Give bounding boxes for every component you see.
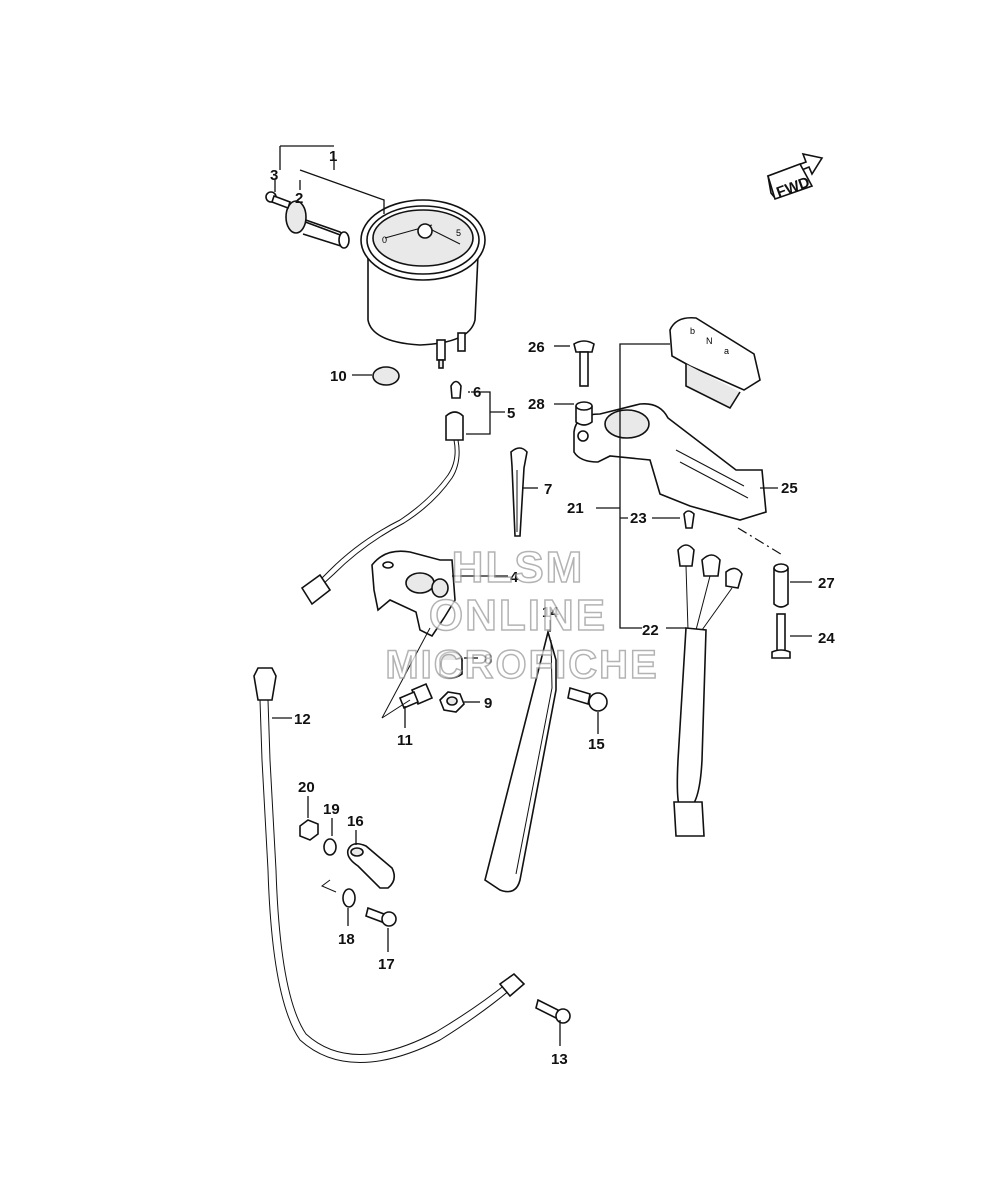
callout-27: 27 <box>818 575 835 592</box>
callout-12: 12 <box>294 711 311 728</box>
indicator-harness-22 <box>673 544 743 837</box>
indicator-mark-a: b <box>690 326 695 336</box>
washer-19 <box>323 838 337 856</box>
leader-lines <box>272 145 812 1046</box>
callout-3: 3 <box>270 167 278 184</box>
speedometer-cable-12 <box>253 667 526 1063</box>
screw-24 <box>771 613 791 659</box>
watermark-line3: MICROFICHE <box>385 643 658 687</box>
cable-tie-7 <box>510 447 528 537</box>
spacer-27-top <box>773 563 789 573</box>
spacer-28-top <box>575 401 593 411</box>
screw-17 <box>365 906 397 927</box>
indicator-housing-25 <box>573 402 767 521</box>
callout-8: 8 <box>484 651 492 668</box>
callout-16: 16 <box>347 813 364 830</box>
indicator-mark-c: a <box>724 346 729 356</box>
bulb-socket-harness <box>300 411 464 606</box>
grommet-8 <box>439 651 463 679</box>
assembly-line-24 <box>737 527 785 557</box>
callout-21: 21 <box>567 500 584 517</box>
callout-19: 19 <box>323 801 340 818</box>
watermark: HLSM ONLINE MICROFICHE <box>385 542 658 688</box>
callout-25: 25 <box>781 480 798 497</box>
callout-11: 11 <box>397 732 413 749</box>
assembly-bracket-mark <box>321 879 337 893</box>
callout-7: 7 <box>544 481 552 498</box>
callout-22: 22 <box>642 622 659 639</box>
cable-guide-14 <box>484 628 557 893</box>
callout-15: 15 <box>588 736 605 753</box>
callout-9: 9 <box>484 695 492 712</box>
callout-10: 10 <box>330 368 347 385</box>
bracket-4 <box>371 550 456 638</box>
callout-14: 14 <box>542 604 559 621</box>
callout-1: 1 <box>329 148 337 165</box>
callout-17: 17 <box>378 956 395 973</box>
gauge-mark-left: 0 <box>382 235 387 245</box>
callout-2: 2 <box>295 190 303 207</box>
spacer-27 <box>773 568 789 608</box>
callout-24: 24 <box>818 630 835 647</box>
bolt-11 <box>398 682 434 710</box>
callout-13: 13 <box>551 1051 568 1068</box>
indicator-mark-b: N <box>706 336 713 346</box>
callout-20: 20 <box>298 779 315 796</box>
assembly-line <box>381 627 431 719</box>
callout-4: 4 <box>510 569 519 586</box>
callout-labels: 1 2 3 4 5 6 7 8 9 10 11 12 13 14 15 16 1… <box>270 148 835 1068</box>
bulb-23 <box>683 510 695 529</box>
nut-9 <box>439 691 465 713</box>
cap-10 <box>372 366 400 386</box>
fwd-arrow-icon: FWD <box>766 152 824 201</box>
bulb-6 <box>450 380 462 399</box>
callout-5: 5 <box>507 405 515 422</box>
gauge-mark-right: 5 <box>456 228 461 238</box>
spacer-28 <box>575 406 593 426</box>
nut-20 <box>299 819 319 841</box>
washer-18 <box>342 888 356 908</box>
speedometer-gauge: 0 5 <box>360 199 486 369</box>
watermark-line2: ONLINE <box>429 591 607 640</box>
screw-26 <box>573 340 595 387</box>
screw-13 <box>535 998 571 1024</box>
callout-23: 23 <box>630 510 647 527</box>
watermark-line1: HLSM <box>452 543 585 592</box>
assembly-line-2 <box>381 699 411 719</box>
clamp-16 <box>346 842 396 889</box>
callout-18: 18 <box>338 931 355 948</box>
callout-26: 26 <box>528 339 545 356</box>
callout-28: 28 <box>528 396 545 413</box>
callout-6: 6 <box>473 384 481 401</box>
indicator-lens: b N a <box>669 316 761 410</box>
gauge-sleeve <box>285 200 350 249</box>
bolt-15 <box>567 686 608 712</box>
small-screw-3 <box>265 191 292 210</box>
